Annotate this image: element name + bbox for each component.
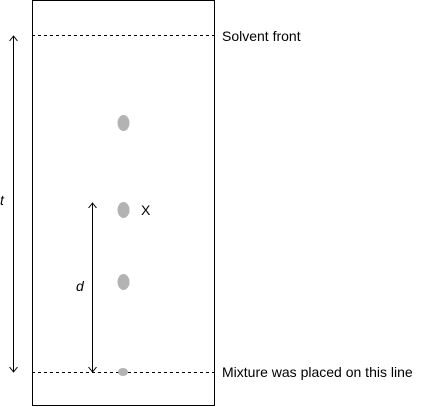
d-label: d	[76, 278, 85, 294]
spot-origin	[118, 368, 128, 376]
spot-x	[117, 202, 130, 218]
spot-top	[117, 115, 130, 131]
baseline-label: Mixture was placed on this line	[222, 364, 413, 380]
t-label: t	[0, 192, 5, 208]
spot-lower	[117, 274, 130, 290]
spot-x-label: X	[141, 202, 151, 218]
solvent-front-label: Solvent front	[222, 28, 301, 44]
